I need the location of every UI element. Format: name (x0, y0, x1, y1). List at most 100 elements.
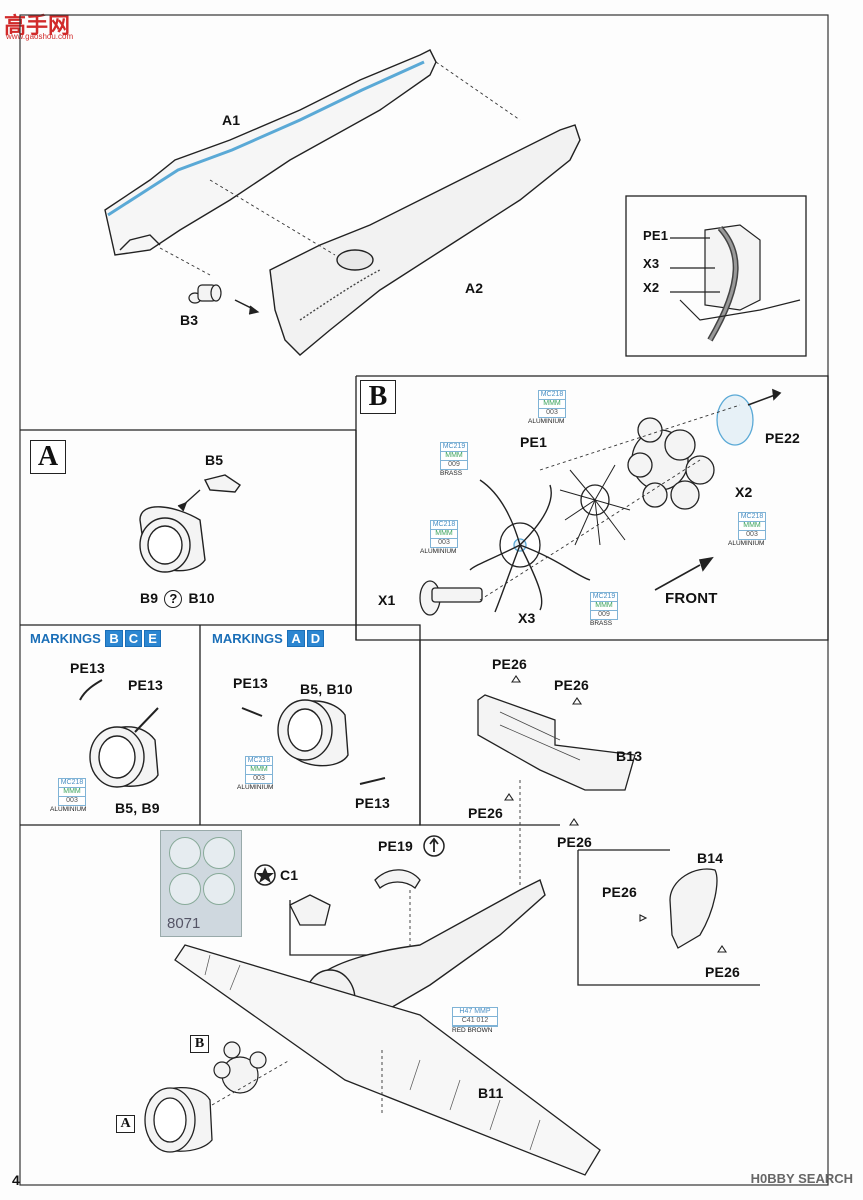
paint-code: 003 (253, 775, 265, 782)
paint-code: MC218 (539, 391, 565, 400)
marking-e: E (144, 630, 161, 647)
label-front: FRONT (665, 590, 718, 607)
mask-circle (169, 837, 201, 869)
paint-name: RED BROWN (452, 1027, 493, 1034)
label-pe26-e: PE26 (602, 884, 638, 900)
label-pe22: PE22 (765, 430, 801, 446)
paint-name: BRASS (590, 620, 613, 627)
label-b3: B3 (180, 312, 199, 328)
paint-code: MMM (739, 522, 765, 531)
page-number: 4 (12, 1172, 20, 1188)
marking-b: B (105, 630, 123, 647)
label-pe26-f: PE26 (705, 964, 741, 980)
paint-callout-7: MC218 MMM 003 (245, 756, 273, 784)
callout-b-large: B (360, 380, 396, 414)
exhaust-pipes-x3 (469, 479, 591, 613)
label-x1: X1 (378, 592, 396, 608)
airplane-engine-b (213, 1041, 267, 1094)
paint-code: MC218 (739, 513, 765, 522)
label-b10: B10 (188, 590, 215, 606)
callout-b-small: B (190, 1035, 209, 1053)
airplane-wing (174, 944, 601, 1176)
label-a2: A2 (465, 280, 484, 296)
label-pe1: PE1 (520, 434, 548, 450)
marking-d: D (306, 630, 325, 647)
callout-a-large: A (30, 440, 66, 474)
cowling-a (139, 474, 241, 573)
mask-circle (203, 837, 235, 869)
paint-code: MMM (246, 766, 272, 775)
label-pe13-c: PE13 (233, 675, 269, 691)
part-pe19 (374, 869, 421, 889)
paint-name: ALUMINIUM (420, 548, 457, 555)
markings-label: MARKINGS (212, 631, 283, 646)
label-pe13-b: PE13 (128, 677, 164, 693)
paint-code: MC219 (441, 443, 467, 452)
airplane-cowling-a (144, 1087, 213, 1153)
tailplane-b13 (477, 694, 636, 791)
detail-engine-mount (670, 224, 801, 342)
label-b14: B14 (697, 850, 724, 866)
paint-code: 009 (448, 461, 460, 468)
paint-code: MC218 (59, 779, 85, 788)
engine-b (419, 394, 754, 616)
paint-code: 003 (746, 531, 758, 538)
label-c1: C1 (280, 867, 299, 883)
label-a1: A1 (222, 112, 241, 128)
cowling-markings-ad (241, 699, 386, 785)
paint-code: MC218 (431, 521, 457, 530)
label-pe13-d: PE13 (355, 795, 391, 811)
label-b11: B11 (478, 1085, 504, 1101)
hobby-search-watermark: H0BBY SEARCH (750, 1171, 853, 1186)
paint-code: 003 (546, 409, 558, 416)
paint-code: MMM (591, 602, 617, 611)
paint-code: MMM (441, 452, 467, 461)
question-icon: ? (164, 590, 183, 608)
markings-label: MARKINGS (30, 631, 101, 646)
paint-code: MMM (431, 530, 457, 539)
paint-callout-6: MC218 MMM 003 (58, 778, 86, 806)
label-x3: X3 (518, 610, 536, 626)
label-x3-detail: X3 (643, 256, 660, 271)
canopy-mask-sheet: 8071 (160, 830, 242, 937)
paint-name: ALUMINIUM (528, 418, 565, 425)
paint-code: C41 (461, 1017, 475, 1024)
label-pe1-detail: PE1 (643, 228, 669, 243)
paint-callout-4: MC218 MMM 003 (738, 512, 766, 540)
paint-code: 003 (438, 539, 450, 546)
label-pe19: PE19 (378, 838, 414, 854)
label-b9-b10: B9 ? B10 (140, 590, 215, 608)
paint-name: ALUMINIUM (50, 806, 87, 813)
site-logo: 高手网 (4, 14, 71, 39)
paint-callout-3: MC218 MMM 003 (430, 520, 458, 548)
paint-code: MMM (59, 788, 85, 797)
part-c1 (289, 894, 331, 926)
paint-code: 003 (66, 797, 78, 804)
label-b13: B13 (616, 748, 643, 764)
callout-a-small: A (116, 1115, 135, 1133)
paint-name: BRASS (440, 470, 463, 477)
paint-code: MC219 (591, 593, 617, 602)
pe26-markers (503, 675, 728, 953)
marking-c: C (124, 630, 143, 647)
paint-code: MC218 (246, 757, 272, 766)
fuselage-right-half (269, 124, 581, 356)
label-x2-detail: X2 (643, 280, 660, 295)
paint-name: ALUMINIUM (237, 784, 274, 791)
paint-code: 012 (476, 1017, 489, 1024)
label-pe26-b: PE26 (554, 677, 590, 693)
label-pe26-a: PE26 (492, 656, 528, 672)
paint-name: ALUMINIUM (728, 540, 765, 547)
front-arrow (654, 388, 782, 591)
paint-callout-1: MC218 MMM 003 (538, 390, 566, 418)
label-pe13-a: PE13 (70, 660, 106, 676)
part-b3 (188, 284, 260, 315)
paint-code: 009 (598, 611, 610, 618)
paint-callout-2: MC219 MMM 009 (440, 442, 468, 470)
label-b5: B5 (205, 452, 224, 468)
mask-code: 8071 (167, 915, 201, 932)
